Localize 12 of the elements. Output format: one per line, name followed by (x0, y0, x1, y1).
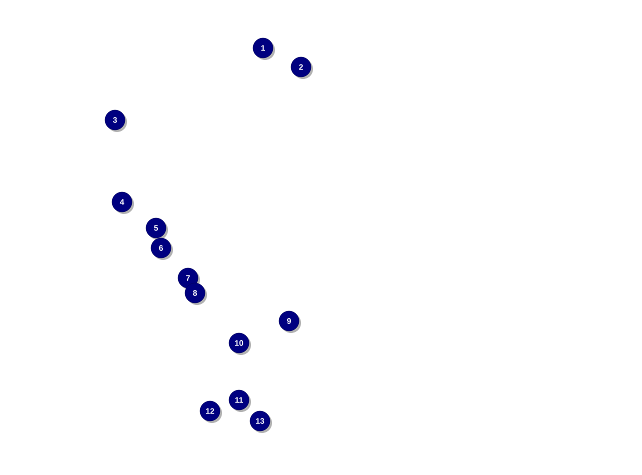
callout-number: 13 (250, 410, 272, 433)
callout-number: 3 (104, 110, 127, 132)
callout-number: 8 (184, 282, 207, 305)
callout-number: 2 (290, 56, 313, 79)
callout-number: 4 (112, 192, 134, 214)
callout-number: 11 (228, 390, 251, 412)
callout-number: 5 (146, 218, 168, 240)
callout-number: 10 (228, 332, 251, 355)
callout-number: 6 (150, 238, 173, 260)
callout-number: 12 (200, 400, 222, 423)
callout-number: 9 (278, 310, 301, 333)
callout-number: 1 (252, 38, 275, 60)
